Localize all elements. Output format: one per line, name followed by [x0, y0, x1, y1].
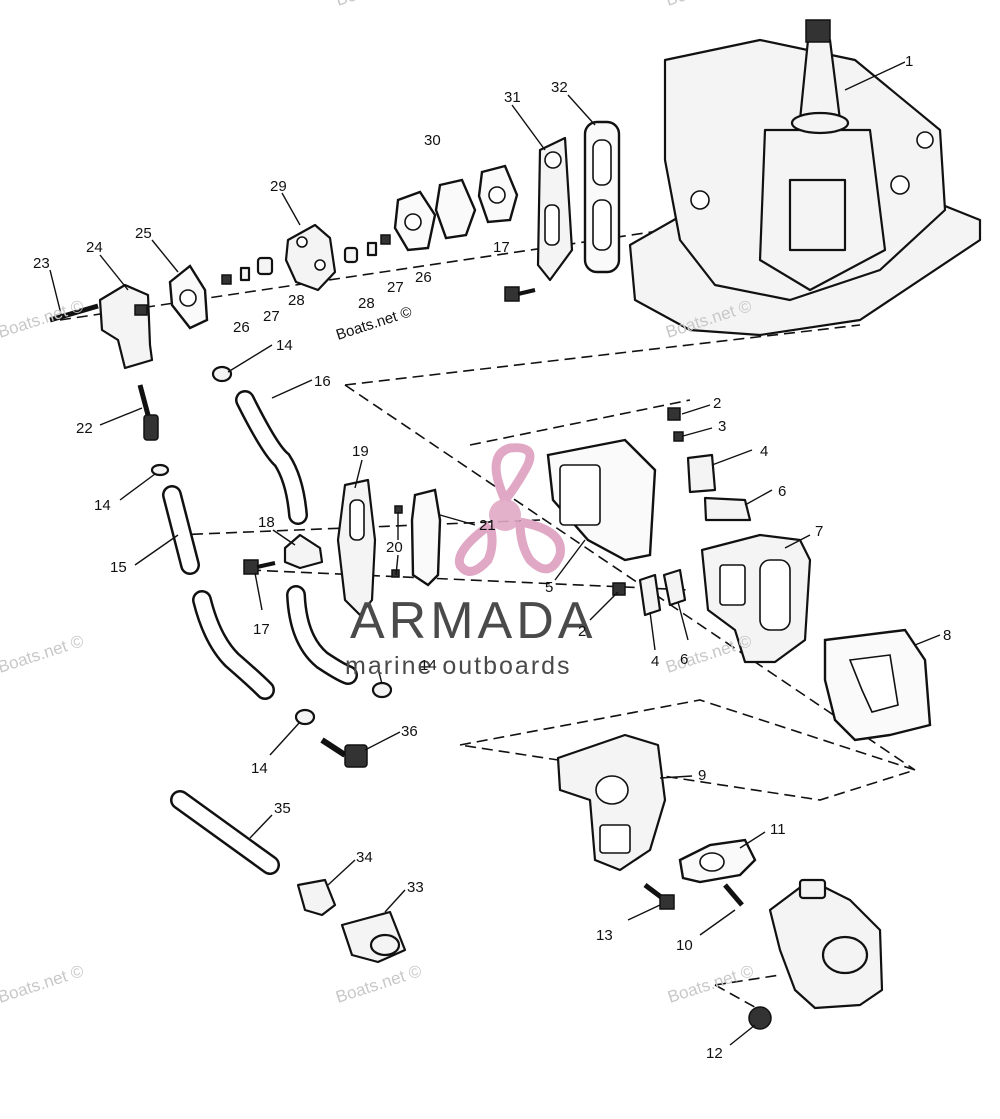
leader-lines — [49, 61, 941, 1046]
fitting-part-36[interactable] — [320, 737, 368, 768]
callout-34: 34 — [356, 849, 373, 866]
bolt-part-23[interactable] — [49, 303, 99, 323]
callout-14-b: 14 — [94, 497, 111, 514]
carburetor-part[interactable] — [768, 878, 884, 1010]
callout-14-a: 14 — [276, 337, 293, 354]
callout-5: 5 — [545, 579, 553, 596]
callout-36: 36 — [401, 723, 418, 740]
callout-4-bottom: 4 — [651, 653, 659, 670]
callout-30: 30 — [424, 132, 441, 149]
callout-2-bottom: 2 — [578, 623, 586, 640]
plate-set-part-30[interactable] — [393, 164, 519, 252]
brand-block: ARMADA marine outboards — [345, 592, 596, 680]
callout-20: 20 — [386, 539, 403, 556]
callout-26-right: 26 — [415, 269, 432, 286]
exhaust-cover-part-31[interactable] — [536, 136, 574, 282]
fuel-filter-part-34[interactable] — [296, 878, 337, 917]
callout-23: 23 — [33, 255, 50, 272]
hose-lower-left[interactable] — [192, 590, 275, 700]
watermark: Boats.net © — [665, 961, 756, 1007]
callout-33: 33 — [407, 879, 424, 896]
manifold-part-19[interactable] — [336, 478, 377, 617]
callout-2-top: 2 — [713, 395, 721, 412]
fuel-pump-part-33[interactable] — [340, 910, 407, 964]
watermark: Boats.net © — [0, 296, 86, 342]
callout-4-top: 4 — [760, 443, 768, 460]
reed-hardware-parts[interactable] — [612, 407, 752, 617]
callout-3: 3 — [718, 418, 726, 435]
hose-part-15[interactable] — [162, 485, 200, 575]
watermark: Boats.net © — [0, 631, 86, 677]
watermark: Boats.net © — [0, 961, 86, 1007]
callout-7: 7 — [815, 523, 823, 540]
clamp-part-14[interactable] — [150, 365, 393, 726]
callout-27-right: 27 — [387, 279, 404, 296]
callout-17-bottom: 17 — [253, 621, 270, 638]
housing-part-24[interactable] — [98, 283, 154, 370]
sensor-part-22[interactable] — [137, 384, 159, 441]
nut-part-12[interactable] — [748, 1006, 772, 1030]
reed-block-part-7[interactable] — [700, 533, 812, 664]
callout-15: 15 — [110, 559, 127, 576]
cylinder-block-part[interactable] — [628, 19, 982, 337]
callout-19: 19 — [352, 443, 369, 460]
callout-25: 25 — [135, 225, 152, 242]
hose-part-16[interactable] — [235, 390, 308, 525]
gasket-part-21[interactable] — [410, 488, 442, 587]
callout-21: 21 — [479, 517, 496, 534]
callout-28-right: 28 — [358, 295, 375, 312]
watermark: Boats.net © — [333, 0, 424, 10]
bolt-part-17[interactable] — [243, 286, 536, 575]
gasket-part-32[interactable] — [583, 120, 621, 274]
screws-part-10-13[interactable] — [643, 883, 744, 910]
callout-31: 31 — [504, 89, 521, 106]
callout-9: 9 — [698, 767, 706, 784]
watermark: Boats.net © — [333, 961, 424, 1007]
gasket-part-11[interactable] — [678, 838, 757, 884]
gasket-part-25[interactable] — [168, 264, 209, 330]
armada-propeller-logo — [454, 443, 565, 576]
callout-labels: 1 31 32 30 29 25 24 23 17 26 27 28 28 27… — [33, 53, 951, 1062]
callout-27-left: 27 — [263, 308, 280, 325]
callout-12: 12 — [706, 1045, 723, 1062]
callout-17-top: 17 — [493, 239, 510, 256]
callout-10: 10 — [676, 937, 693, 954]
watermark: Boats.net © — [663, 631, 754, 677]
callout-35: 35 — [274, 800, 291, 817]
callout-14-d: 14 — [251, 760, 268, 777]
callout-18: 18 — [258, 514, 275, 531]
callout-6-top: 6 — [778, 483, 786, 500]
callout-1: 1 — [905, 53, 913, 70]
callout-29: 29 — [270, 178, 287, 195]
callout-26-left: 26 — [233, 319, 250, 336]
callout-22: 22 — [76, 420, 93, 437]
gasket-part-5[interactable] — [546, 438, 657, 562]
thermostat-cover-part-29[interactable] — [284, 223, 337, 292]
callout-8: 8 — [943, 627, 951, 644]
callout-28-left: 28 — [288, 292, 305, 309]
small-hardware-parts[interactable] — [221, 234, 391, 285]
callout-13: 13 — [596, 927, 613, 944]
callout-16: 16 — [314, 373, 331, 390]
callout-32: 32 — [551, 79, 568, 96]
tube-part-35[interactable] — [170, 790, 280, 875]
brand-tagline: marine outboards — [345, 652, 572, 680]
hose-lower-right[interactable] — [286, 585, 358, 685]
callout-24: 24 — [86, 239, 103, 256]
brand-name: ARMADA — [350, 592, 596, 650]
gasket-part-8[interactable] — [823, 628, 932, 742]
callout-6-bottom: 6 — [680, 651, 688, 668]
intake-manifold-part-9[interactable] — [556, 733, 667, 872]
callout-11: 11 — [770, 821, 786, 838]
callout-14-c: 14 — [420, 657, 437, 674]
watermark: Boats.net © — [663, 0, 754, 10]
bracket-part-18[interactable] — [283, 533, 324, 570]
